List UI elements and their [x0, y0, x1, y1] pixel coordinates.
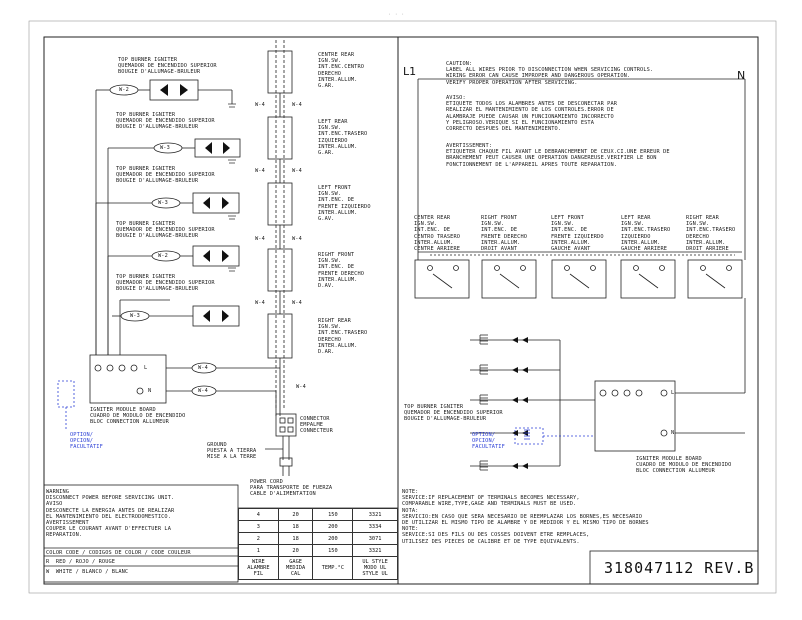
wire-tag-1: W-2	[119, 87, 129, 93]
left-module-board	[89, 354, 280, 416]
left-module-l: L	[144, 365, 148, 371]
left-switch-label-3: LEFT FRONT IGN.SW. INT.ENC. DE FRENTE IZ…	[318, 185, 371, 223]
igniter-label-4: TOP BURNER IGNITER QUEMADOR DE ENCENDIDO…	[116, 221, 215, 240]
left-switch-label-1: CENTRE REAR IGN.SW. INT.ENC.CENTRO DEREC…	[318, 52, 365, 90]
w4-tag-5: W-4	[255, 236, 265, 242]
w4-tag-8: W-4	[292, 300, 302, 306]
left-switch-label-5: RIGHT REAR IGN.SW. INT.ENC.TRASERO DEREC…	[318, 318, 368, 356]
igniter-label-1: TOP BURNER IGNITER QUEMADOR DE ENCENDIDO…	[118, 57, 217, 76]
right-module-label: IGNITER MODULE BOARD CUADRO DE MODULO DE…	[636, 456, 732, 475]
left-switch-label-2: LEFT REAR IGN.SW. INT.ENC.TRASERO IZQUIE…	[318, 119, 368, 157]
w4-tag-10: W-4	[198, 388, 208, 394]
warning-block: WARNING DISCONNECT POWER BEFORE SERVICIN…	[46, 489, 175, 539]
igniter-label-5: TOP BURNER IGNITER QUEMADOR DE ENCENDIDO…	[116, 274, 215, 293]
left-module-label: IGNITER MODULE BOARD CUADRO DE MODULO DE…	[90, 407, 186, 426]
w4-tag-7: W-4	[255, 300, 265, 306]
right-module-n: N	[671, 430, 675, 436]
igniter-label-3: TOP BURNER IGNITER QUEMADOR DE ENCENDIDO…	[116, 166, 215, 185]
right-switch-label-5: RIGHT REAR IGN.SW. INT.ENC.TRASERO DEREC…	[686, 215, 736, 253]
right-option-label: OPTION/ OPCION/ FACULTATIF	[472, 432, 505, 451]
inner-frame	[43, 36, 759, 585]
left-option-label: OPTION/ OPCION/ FACULTATIF	[70, 432, 103, 451]
w4-tag-9: W-4	[198, 365, 208, 371]
wire-tag-4: W-2	[158, 253, 168, 259]
service-note: NOTE: SERVICE:IF REPLACEMENT OF TERMINAL…	[402, 489, 649, 545]
connector-plug	[265, 413, 297, 476]
avertissement-text: AVERTISSEMENT: ETIQUETER CHAQUE FIL AVAN…	[446, 143, 670, 168]
right-module-l: L	[671, 390, 675, 396]
color-code-red: R RED / ROJO / ROUGE	[46, 559, 116, 565]
left-module-n: N	[148, 388, 152, 394]
color-code-white: W WHITE / BLANCO / BLANC	[46, 569, 129, 575]
w4-tag-6: W-4	[292, 236, 302, 242]
l1-label: L1	[403, 65, 417, 78]
igniter-label-2: TOP BURNER IGNITER QUEMADOR DE ENCENDIDO…	[116, 112, 215, 131]
w4-tag-1: W-4	[255, 102, 265, 108]
right-module-board	[560, 298, 746, 452]
wire-tag-5: W-3	[130, 313, 140, 319]
w4-tag-4: W-4	[292, 168, 302, 174]
power-cord-label: POWER CORD PARA TRANSPORTE DE FUERZA CAB…	[250, 479, 333, 498]
w4-tag-11: W-4	[296, 384, 306, 390]
switch-contacts	[427, 265, 732, 289]
right-switch-label-2: RIGHT FRONT IGN.SW. INT.ENC. DE FRENTE D…	[481, 215, 528, 253]
caution-text: CAUTION: LABEL ALL WIRES PRIOR TO DISCON…	[446, 61, 654, 86]
right-switch-label-1: CENTER REAR IGN.SW. INT.ENC. DE CENTRO T…	[414, 215, 461, 253]
w4-tag-3: W-4	[255, 168, 265, 174]
w4-tag-2: W-4	[292, 102, 302, 108]
connector-label: CONNECTOR EMPALME CONNECTEUR	[300, 416, 333, 435]
color-code-header: COLOR CODE / CODIGOS DE COLOR / CODE COU…	[46, 550, 191, 556]
left-switch-column	[267, 40, 293, 416]
part-number: 318047112 REV.B	[604, 559, 755, 577]
wire-tag-3: W-3	[158, 200, 168, 206]
wire-tag-2: W-3	[160, 145, 170, 151]
ground-label: GROUND PUESTA A TIERRA MISE A LA TERRE	[207, 442, 257, 461]
right-igniter-label: TOP BURNER IGNITER QUEMADOR DE ENCENDIDO…	[404, 404, 503, 423]
aviso-text: AVISO: ETIQUETE TODOS LOS ALAMBRES ANTES…	[446, 95, 618, 133]
n-label: N	[737, 69, 746, 82]
ground-symbols	[228, 103, 236, 272]
right-switch-row	[414, 78, 746, 299]
right-switch-label-3: LEFT FRONT IGN.SW. INT.ENC. DE FRENTE IZ…	[551, 215, 604, 253]
left-switch-label-4: RIGHT FRONT IGN.SW. INT.ENC. DE FRENTE D…	[318, 252, 365, 290]
page-header-mark: · · ·	[388, 12, 405, 18]
right-switch-label-4: LEFT REAR IGN.SW. INT.ENC.TRASERO IZQUIE…	[621, 215, 671, 253]
left-igniters	[95, 79, 241, 355]
outer-frame	[28, 20, 777, 594]
